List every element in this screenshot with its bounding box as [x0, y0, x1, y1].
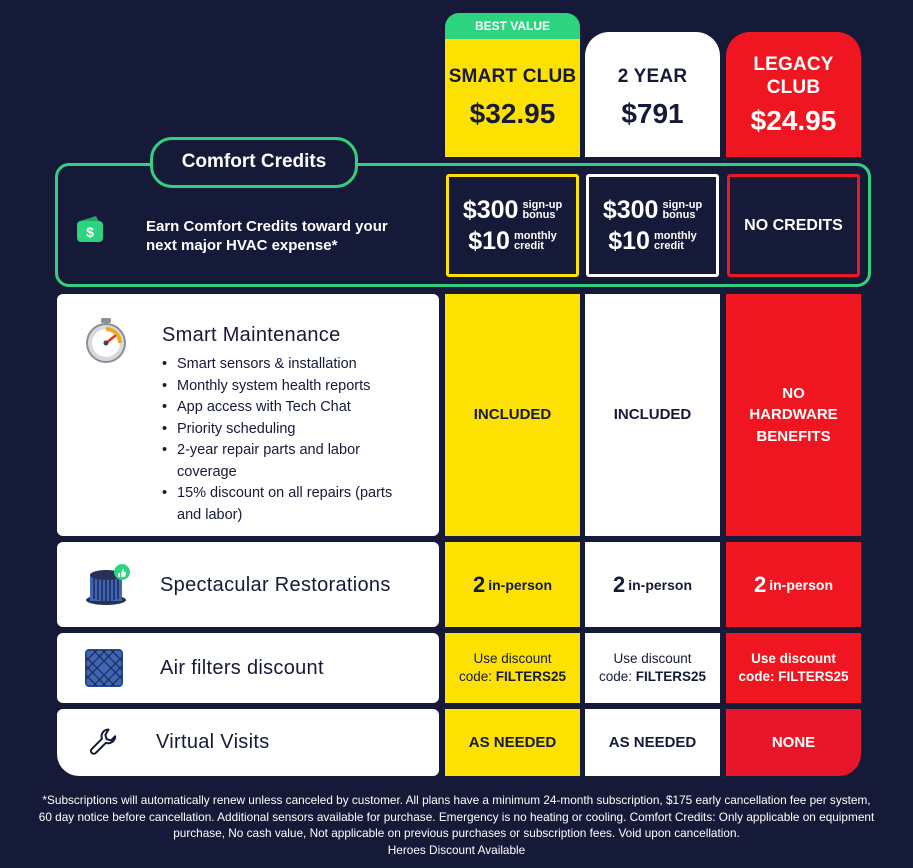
air-filters-legacy-club: Use discount code: FILTERS25 [726, 633, 861, 703]
feature-title: Smart Maintenance [162, 324, 341, 346]
list-item: Smart sensors & installation [162, 354, 424, 376]
restorations-legacy-club: 2 in-person [726, 542, 861, 627]
inperson-label: in-person [488, 576, 553, 593]
restorations-2-year: 2 in-person [585, 542, 720, 627]
inperson-count: 2 [472, 571, 486, 597]
air-filter-icon [85, 649, 123, 687]
footnote-line: *Subscriptions will automatically renew … [42, 793, 871, 807]
cell-value: INCLUDED [473, 406, 552, 424]
comfort-credits-description: Earn Comfort Credits toward your next ma… [146, 218, 388, 254]
wallet-dollar-icon: $ [74, 212, 108, 246]
signup-amount: $300 [602, 195, 659, 224]
discount-text: code: [738, 669, 779, 684]
list-item: 15% discount on all repairs (parts and l… [162, 483, 417, 526]
comfort-credits-pill: Comfort Credits [150, 137, 358, 188]
signup-label: bonus [522, 209, 556, 221]
no-credits-label: NO CREDITS [744, 216, 843, 234]
discount-text: code: [598, 669, 636, 684]
footnote-line: Heroes Discount Available [387, 842, 526, 857]
virtual-visits-legacy-club: NONE [726, 709, 861, 776]
cell-value: AS NEEDED [468, 733, 557, 751]
plan-price: $32.95 [469, 98, 556, 129]
cell-value: INCLUDED [613, 406, 692, 424]
cell-value: AS NEEDED [608, 733, 697, 751]
ac-unit-thumbs-up-icon [84, 563, 134, 607]
plan-price: $791 [621, 98, 684, 129]
plan-header-legacy-club[interactable]: LEGACY CLUB $24.95 [726, 32, 861, 157]
comfort-credits-section [55, 163, 871, 287]
signup-amount: $300 [462, 195, 519, 224]
plan-header-2-year[interactable]: 2 YEAR $791 [585, 32, 720, 157]
discount-text: code: [458, 669, 496, 684]
inperson-count: 2 [753, 571, 767, 597]
plan-name: LEGACY CLUB [753, 54, 834, 98]
feature-virtual-visits [57, 709, 439, 776]
discount-code: FILTERS25 [635, 669, 707, 684]
smart-maintenance-2-year: INCLUDED [585, 294, 720, 536]
discount-code: FILTERS25 [778, 669, 849, 684]
list-item: Priority scheduling [162, 419, 424, 441]
disclaimer-footnote: *Subscriptions will automatically renew … [0, 792, 913, 858]
virtual-visits-2-year: AS NEEDED [585, 709, 720, 776]
restorations-smart-club: 2 in-person [445, 542, 580, 627]
monthly-label: monthly [653, 230, 697, 242]
feature-title: Virtual Visits [156, 731, 270, 753]
virtual-visits-smart-club: AS NEEDED [445, 709, 580, 776]
smart-maintenance-smart-club: INCLUDED [445, 294, 580, 536]
footnote-line: 60 day notice before cancellation. Addit… [38, 809, 875, 824]
feature-title: Spectacular Restorations [160, 574, 391, 596]
feature-title: Air filters discount [160, 657, 324, 679]
wrench-icon [88, 726, 120, 758]
plan-price: $24.95 [750, 105, 837, 136]
footnote-line: purchase, No cash value, Not applicable … [173, 826, 740, 840]
credits-legacy-club: NO CREDITS [727, 174, 860, 277]
smart-maintenance-legacy-club: NO HARDWARE BENEFITS [726, 294, 861, 536]
inperson-label: in-person [769, 576, 834, 593]
list-item: 2-year repair parts and labor coverage [162, 440, 382, 483]
signup-label: sign-up [662, 199, 703, 211]
discount-code: FILTERS25 [495, 669, 567, 684]
gauge-timer-icon [82, 316, 130, 364]
air-filters-2-year: Use discount code: FILTERS25 [585, 633, 720, 703]
discount-text: Use discount [751, 650, 836, 666]
signup-label: bonus [662, 209, 696, 221]
best-value-badge: BEST VALUE [445, 13, 580, 39]
monthly-amount: $10 [468, 226, 510, 255]
svg-text:$: $ [86, 224, 94, 240]
plan-name: 2 YEAR [617, 66, 688, 87]
cell-value: NO HARDWARE BENEFITS [749, 384, 838, 445]
plan-header-smart-club[interactable]: SMART CLUB $32.95 [445, 39, 580, 157]
monthly-label: credit [513, 240, 544, 252]
discount-text: Use discount [613, 650, 692, 666]
inperson-label: in-person [628, 576, 693, 593]
list-item: Monthly system health reports [162, 376, 424, 398]
plan-name: SMART CLUB [448, 66, 577, 87]
inperson-count: 2 [612, 571, 626, 597]
air-filters-smart-club: Use discount code: FILTERS25 [445, 633, 580, 703]
list-item: App access with Tech Chat [162, 397, 424, 419]
discount-text: Use discount [473, 650, 552, 666]
signup-label: sign-up [522, 199, 563, 211]
monthly-amount: $10 [608, 226, 650, 255]
cell-value: NONE [771, 733, 816, 751]
monthly-label: credit [653, 240, 684, 252]
feature-bullet-list: Smart sensors & installation Monthly sys… [162, 354, 424, 526]
monthly-label: monthly [513, 230, 557, 242]
